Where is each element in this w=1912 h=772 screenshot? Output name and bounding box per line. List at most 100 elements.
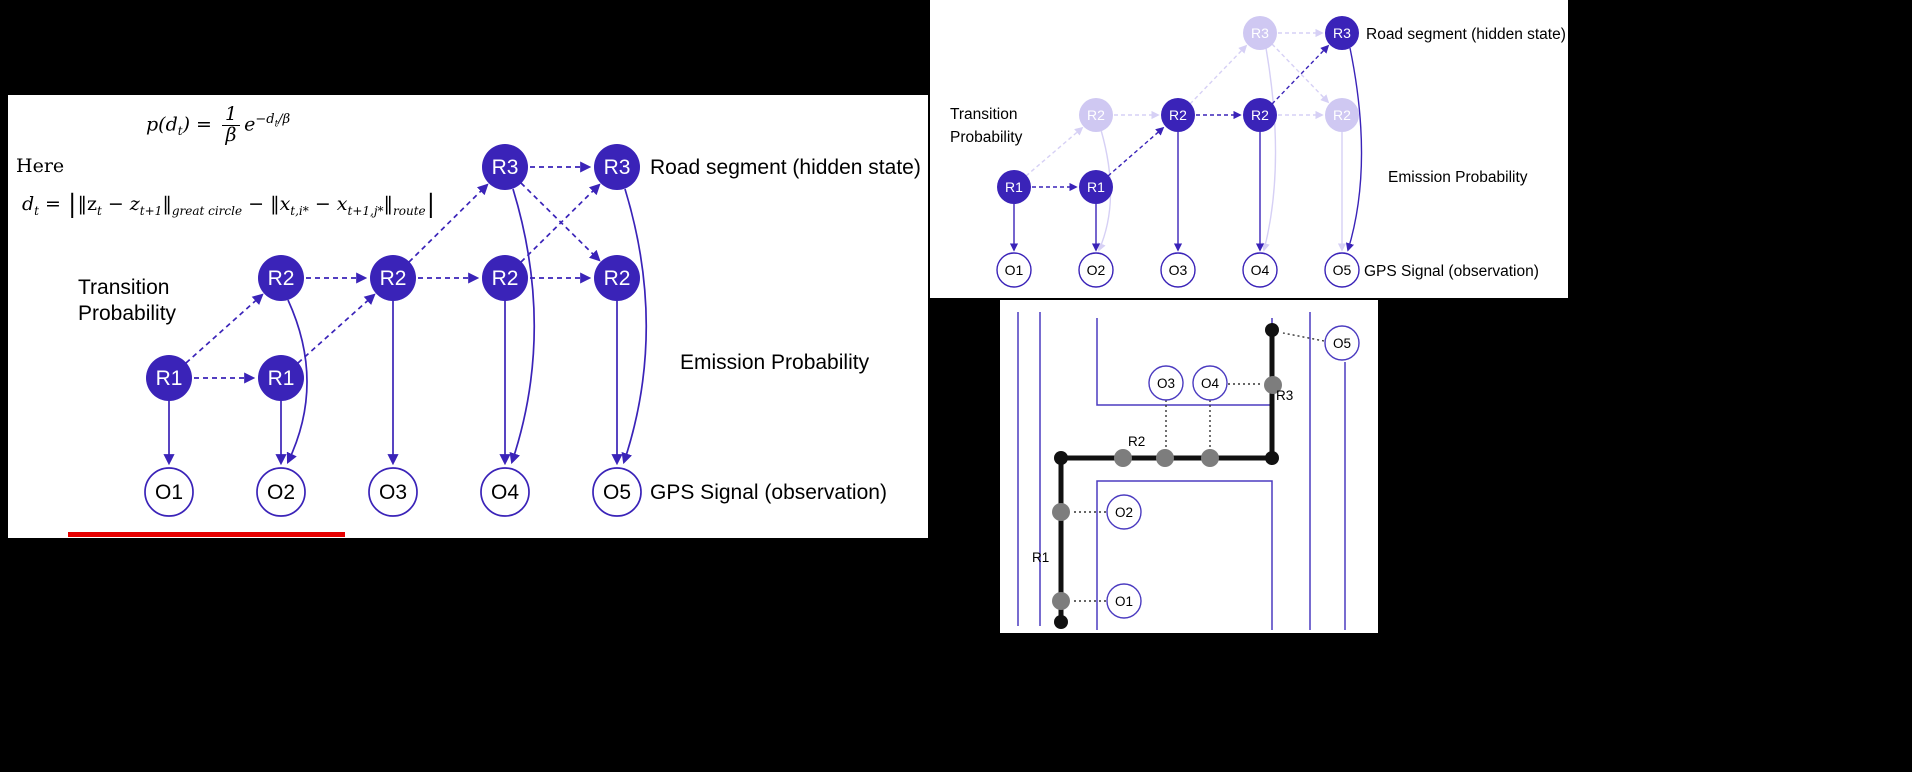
node-r1-t2: R1 xyxy=(258,355,304,401)
hmm-trellis-svg-small: R1 R1 R2 R2 R2 R2 R3 R3 O1 O2 O3 O4 O5 T… xyxy=(950,16,1566,288)
svg-text:O1: O1 xyxy=(155,481,183,504)
svg-text:O4: O4 xyxy=(491,481,519,504)
observation-connectors xyxy=(1071,332,1325,602)
svg-text:R1: R1 xyxy=(156,367,183,390)
route-endpoint-dot xyxy=(1265,323,1279,337)
transition-edges xyxy=(185,161,601,384)
node-o1: O1 xyxy=(996,252,1032,288)
node-r3-t4: R3 xyxy=(482,144,528,190)
transition-probability-label-line2: Probability xyxy=(950,129,1023,146)
emission-edges xyxy=(163,188,648,466)
observation-nodes: O1 O2 O3 O4 O5 xyxy=(144,467,642,517)
svg-text:O1: O1 xyxy=(1115,594,1133,609)
gps-signal-label: GPS Signal (observation) xyxy=(650,481,887,504)
node-r1-t1: R1 xyxy=(146,355,192,401)
hidden-state-nodes: R1 R1 R2 R2 R2 R2 R3 R3 xyxy=(997,16,1359,204)
road-label-r2: R2 xyxy=(1128,434,1145,449)
transition-edges xyxy=(1032,44,1330,192)
road-segment-label: Road segment (hidden state) xyxy=(650,156,921,179)
here-label: Here xyxy=(16,155,65,177)
node-o5: O5 xyxy=(592,467,642,517)
gps-signal-label: GPS Signal (observation) xyxy=(1364,263,1539,280)
svg-text:O4: O4 xyxy=(1201,376,1220,391)
diagram-annotations: Transition Probability Road segment (hid… xyxy=(78,156,921,504)
emission-edges xyxy=(1009,47,1363,252)
svg-text:R1: R1 xyxy=(1005,179,1023,195)
road-label-r3: R3 xyxy=(1276,388,1293,403)
svg-text:O2: O2 xyxy=(1115,505,1133,520)
transition-probability-label: Transition xyxy=(78,276,169,299)
node-o4: O4 xyxy=(480,467,530,517)
node-r2-t2-faded: R2 xyxy=(1079,98,1113,132)
svg-text:O5: O5 xyxy=(1333,262,1352,278)
transition-probability-label-line2: Probability xyxy=(78,302,177,325)
node-o3: O3 xyxy=(368,467,418,517)
red-underline xyxy=(68,532,345,537)
node-o2: O2 xyxy=(256,467,306,517)
route-distance-formula: dt = |‖zt − zt+1‖great circle − ‖xt,i* −… xyxy=(22,189,436,218)
node-r2-t5-faded: R2 xyxy=(1325,98,1359,132)
road-segment-label: Road segment (hidden state) xyxy=(1366,26,1566,43)
node-r2-t3: R2 xyxy=(370,255,416,301)
svg-text:O4: O4 xyxy=(1251,262,1270,278)
svg-text:O2: O2 xyxy=(267,481,295,504)
node-r3-t4-faded: R3 xyxy=(1243,16,1277,50)
node-r1-t1: R1 xyxy=(997,170,1031,204)
road-label-r1: R1 xyxy=(1032,550,1049,565)
diagram-annotations: Transition Probability Road segment (hid… xyxy=(950,26,1566,280)
svg-text:R2: R2 xyxy=(268,267,295,290)
svg-text:R3: R3 xyxy=(1333,25,1351,41)
svg-text:R1: R1 xyxy=(268,367,295,390)
observation-nodes: O1 O2 O3 O4 O5 xyxy=(1106,325,1360,619)
svg-text:R2: R2 xyxy=(492,267,519,290)
svg-text:O3: O3 xyxy=(1157,376,1175,391)
node-r2-t4: R2 xyxy=(482,255,528,301)
svg-text:O5: O5 xyxy=(603,481,631,504)
node-r2-t3: R2 xyxy=(1161,98,1195,132)
route-endpoint-dot xyxy=(1054,615,1068,629)
node-r3-t5: R3 xyxy=(594,144,640,190)
route-corner-dot xyxy=(1054,451,1068,465)
svg-text:O2: O2 xyxy=(1087,262,1106,278)
road-segment-labels: R1 R2 R3 xyxy=(1032,388,1293,565)
svg-text:O5: O5 xyxy=(1333,336,1351,351)
svg-text:R2: R2 xyxy=(1333,107,1351,123)
svg-text:R2: R2 xyxy=(1251,107,1269,123)
node-o4: O4 xyxy=(1192,365,1228,401)
matched-gps-points xyxy=(1052,376,1282,610)
node-r2-t2: R2 xyxy=(258,255,304,301)
emission-probability-label: Emission Probability xyxy=(680,351,870,374)
node-o5: O5 xyxy=(1324,252,1360,288)
node-o3: O3 xyxy=(1160,252,1196,288)
node-o2: O2 xyxy=(1106,494,1142,530)
node-r1-t2: R1 xyxy=(1079,170,1113,204)
node-o3: O3 xyxy=(1148,365,1184,401)
svg-text:O3: O3 xyxy=(1169,262,1188,278)
svg-text:O1: O1 xyxy=(1005,262,1024,278)
svg-text:R2: R2 xyxy=(604,267,631,290)
hidden-state-nodes: R1 R1 R2 R2 R2 R2 R3 R3 xyxy=(146,144,640,401)
svg-text:R2: R2 xyxy=(1087,107,1105,123)
svg-text:O3: O3 xyxy=(379,481,407,504)
map-matching-panel: O1 O2 O3 O4 O5 R1 R2 R3 xyxy=(1000,300,1378,633)
node-o2: O2 xyxy=(1078,252,1114,288)
svg-text:R1: R1 xyxy=(1087,179,1105,195)
node-o4: O4 xyxy=(1242,252,1278,288)
emission-edges-faded xyxy=(1097,47,1347,252)
route-corner-dot xyxy=(1265,451,1279,465)
observation-nodes: O1 O2 O3 O4 O5 xyxy=(996,252,1360,288)
road-network-lines xyxy=(1017,312,1346,630)
node-o5: O5 xyxy=(1324,325,1360,361)
node-o1: O1 xyxy=(144,467,194,517)
map-matching-svg: O1 O2 O3 O4 O5 R1 R2 R3 xyxy=(1017,312,1360,630)
svg-text:R2: R2 xyxy=(380,267,407,290)
transition-probability-label: Transition xyxy=(950,106,1017,123)
node-r3-t5: R3 xyxy=(1325,16,1359,50)
node-r2-t4: R2 xyxy=(1243,98,1277,132)
svg-text:R3: R3 xyxy=(1251,25,1269,41)
transition-edges-faded xyxy=(1025,28,1330,177)
svg-text:R3: R3 xyxy=(492,156,519,179)
node-r2-t5: R2 xyxy=(594,255,640,301)
